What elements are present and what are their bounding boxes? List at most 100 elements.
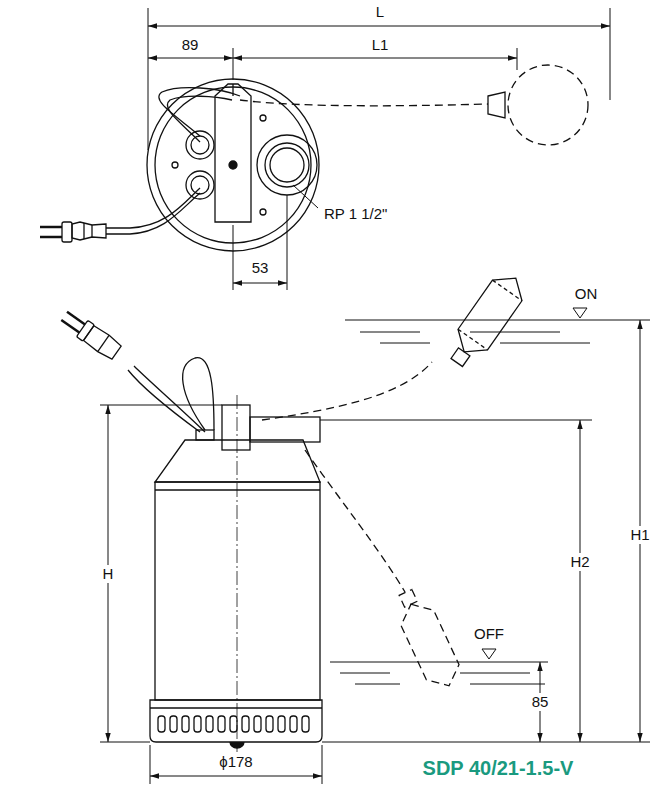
- dimension-lines: [610, 8, 611, 100]
- dimension-lines: [148, 8, 610, 290]
- dimension-label: H1: [628, 526, 651, 545]
- dimension-lines: [100, 320, 650, 784]
- float-switch: [389, 585, 465, 694]
- pump-top-view: [40, 79, 319, 251]
- pump-top-view: [167, 96, 232, 142]
- pump-side-view: [237, 395, 238, 752]
- dimension-lines: [517, 48, 518, 70]
- water-level: [573, 308, 587, 318]
- float-switch: [399, 589, 417, 607]
- float-switch: [458, 329, 487, 350]
- dimension-lines: [148, 26, 610, 27]
- dimension-lines: [148, 58, 233, 59]
- water-level: [355, 684, 400, 685]
- pump-side-view: [250, 417, 320, 442]
- pump-side-view: [155, 482, 320, 700]
- water-level: [330, 662, 548, 663]
- strainer-slots: [302, 716, 309, 732]
- pump-side-view: [134, 366, 205, 432]
- pump-top-view: [191, 136, 209, 154]
- dimension-label: H2: [568, 553, 591, 572]
- thread-size: RP 1 1/2": [322, 205, 389, 224]
- float-top-view: [240, 65, 588, 145]
- pump-side-view: [67, 312, 85, 325]
- dimension-lines: [580, 420, 581, 742]
- pump-top-view: [159, 88, 240, 136]
- pump-side-view: [150, 707, 322, 708]
- pump-top-view: [155, 87, 311, 243]
- dimension-lines: [233, 283, 287, 284]
- dimension-lines: [322, 745, 323, 784]
- float-switch: [395, 597, 466, 694]
- dimension-lines: [322, 742, 650, 743]
- pump-top-view: [260, 115, 266, 121]
- pump-top-view: [186, 171, 214, 199]
- dimension-label: 89: [180, 36, 201, 55]
- pump-side-view: [150, 700, 322, 742]
- pump-top-view: [270, 148, 304, 182]
- pump-top-view: [62, 222, 72, 242]
- pump-side-view: [58, 308, 122, 361]
- pump-side-view: [155, 440, 320, 482]
- dimension-label: ON: [573, 285, 600, 304]
- pump-side-view: [58, 308, 322, 752]
- water-level: [460, 673, 530, 674]
- strainer-slots: [158, 716, 165, 732]
- pump-side-view: [128, 370, 200, 432]
- pump-top-view: [172, 162, 178, 168]
- model-title: SDP 40/21-1.5-V: [423, 757, 574, 780]
- strainer-slots: [158, 716, 309, 732]
- water-level: [470, 332, 560, 333]
- pump-side-view: [155, 489, 320, 490]
- pump-top-view: [229, 161, 237, 169]
- pump-top-view: [257, 135, 317, 195]
- dimension-lines: [100, 405, 222, 406]
- strainer-slots: [218, 716, 225, 732]
- pump-top-view: [83, 223, 84, 239]
- float-top-view: [508, 65, 588, 145]
- float-top-view: [488, 92, 505, 118]
- strainer-slots: [194, 716, 201, 732]
- water-level: [500, 343, 590, 344]
- float-switch: [305, 450, 405, 592]
- strainer-slots: [266, 716, 273, 732]
- water-level: [360, 332, 420, 333]
- pump-top-view: [72, 222, 106, 240]
- pump-top-view: [40, 236, 62, 239]
- float-top-view: [240, 100, 488, 106]
- float-switch: [442, 268, 531, 373]
- water-level: [345, 320, 600, 321]
- pump-top-view: [215, 84, 251, 222]
- pump-top-view: [40, 226, 62, 229]
- water-level: [340, 673, 390, 674]
- dimension-label: 85: [530, 693, 551, 712]
- float-switch: [449, 268, 530, 362]
- pump-side-view: [183, 358, 214, 430]
- pump-top-view: [265, 143, 309, 187]
- float-switch: [262, 268, 531, 694]
- water-level: [380, 343, 430, 344]
- pump-side-view: [83, 325, 122, 361]
- pump-top-view: [191, 176, 209, 194]
- dimension-lines: [150, 776, 322, 777]
- water-level: [482, 649, 496, 659]
- float-switch: [262, 362, 432, 420]
- pump-top-view: [106, 188, 200, 228]
- pump-side-view: [222, 405, 250, 450]
- pump-side-view: [98, 335, 109, 351]
- dimension-label: ϕ178: [217, 753, 254, 772]
- float-switch: [492, 280, 521, 301]
- strainer-slots: [290, 716, 297, 732]
- dimension-lines: [287, 195, 288, 290]
- dimension-lines: [233, 48, 234, 80]
- strainer-slots: [170, 716, 177, 732]
- pump-side-view: [230, 742, 244, 748]
- dimension-label: OFF: [472, 625, 506, 644]
- strainer-slots: [230, 716, 237, 732]
- dimension-lines: [600, 320, 650, 321]
- dimension-lines: [148, 8, 149, 150]
- water-level: [330, 308, 600, 684]
- strainer-slots: [206, 716, 213, 732]
- strainer-slots: [254, 716, 261, 732]
